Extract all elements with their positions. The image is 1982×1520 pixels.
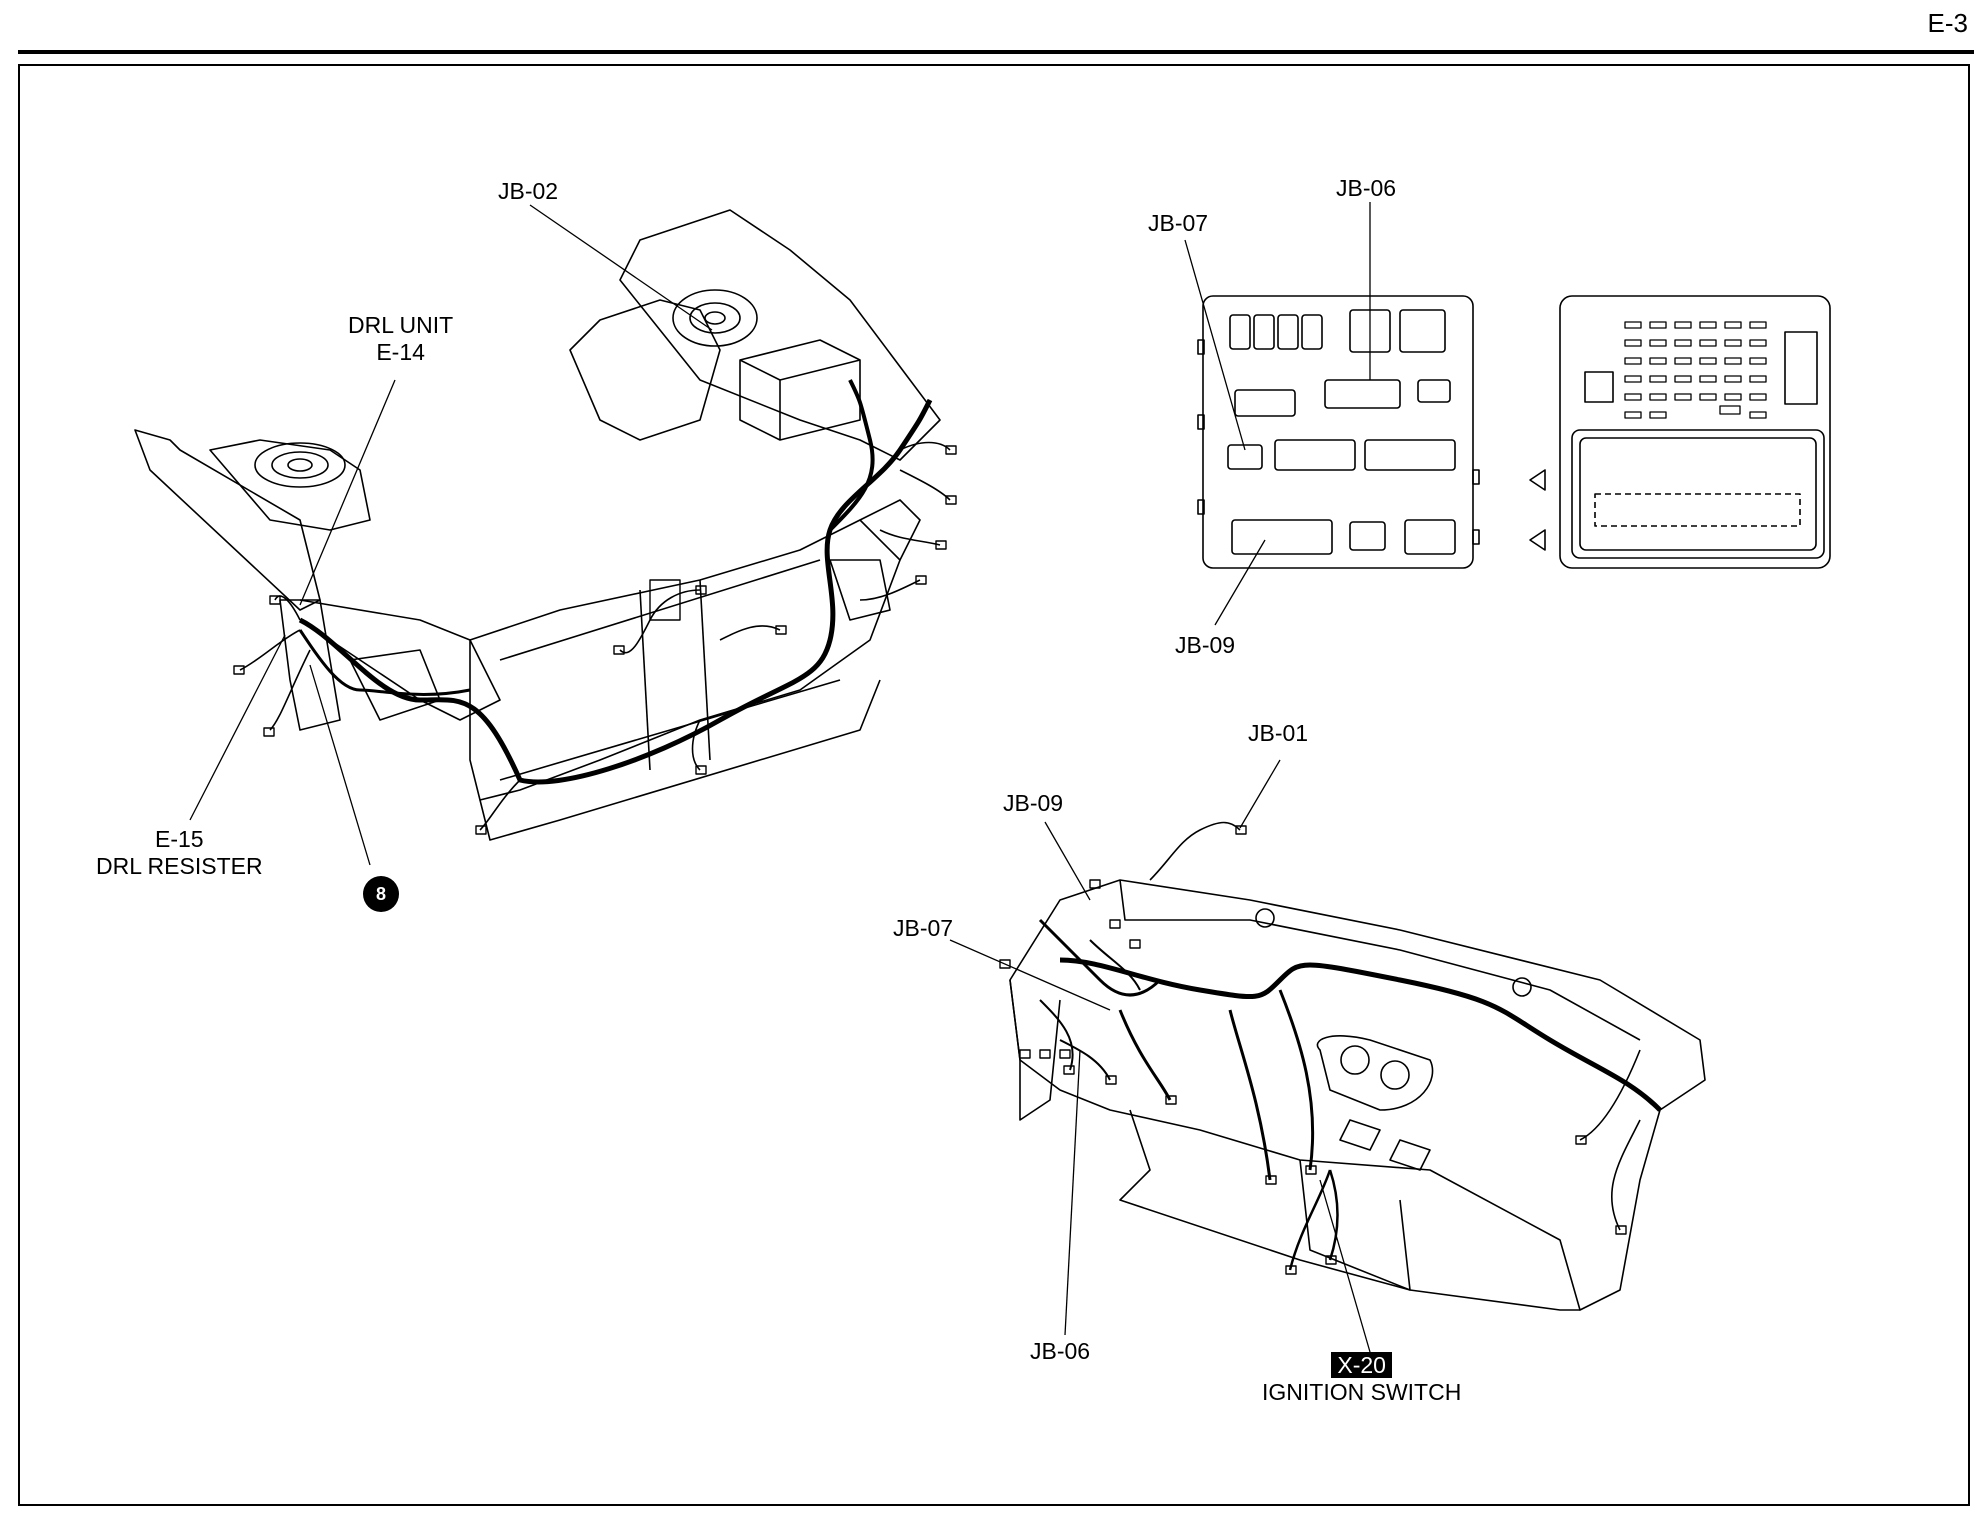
page-number: E-3	[1927, 8, 1968, 38]
drl-resister-title: DRL RESISTER	[96, 853, 263, 879]
jb-02-label: JB-02	[498, 178, 559, 204]
drl-resister-label: E-15 DRL RESISTER	[96, 826, 263, 880]
leader-lines	[189, 202, 1371, 1353]
diagram-frame	[18, 64, 1970, 1506]
jb-01-label: JB-01	[1248, 720, 1309, 746]
ignition-switch-code: X-20	[1331, 1352, 1392, 1378]
engine-compartment-drawing	[134, 209, 957, 841]
jb-07-dash-label: JB-07	[893, 915, 954, 941]
ignition-switch-title: IGNITION SWITCH	[1262, 1379, 1462, 1405]
ignition-switch-label: X-20 IGNITION SWITCH	[1262, 1352, 1461, 1406]
header-rule	[18, 50, 1974, 54]
jb-07-box-label: JB-07	[1148, 210, 1209, 236]
ground-point-badge: 8	[363, 876, 399, 912]
junction-box-rear	[1529, 295, 1831, 569]
junction-box-front	[1197, 295, 1480, 569]
drl-resister-code: E-15	[154, 826, 204, 852]
jb-09-box-label: JB-09	[1175, 632, 1236, 658]
jb-09-dash-label: JB-09	[1003, 790, 1064, 816]
jb-06-dash-label: JB-06	[1030, 1338, 1091, 1364]
drl-unit-label: DRL UNIT E-14	[348, 312, 453, 366]
jb-06-box-label: JB-06	[1336, 175, 1397, 201]
drl-unit-code: E-14	[376, 339, 425, 365]
instrument-panel-drawing	[999, 821, 1706, 1311]
drl-unit-title: DRL UNIT	[348, 312, 454, 338]
